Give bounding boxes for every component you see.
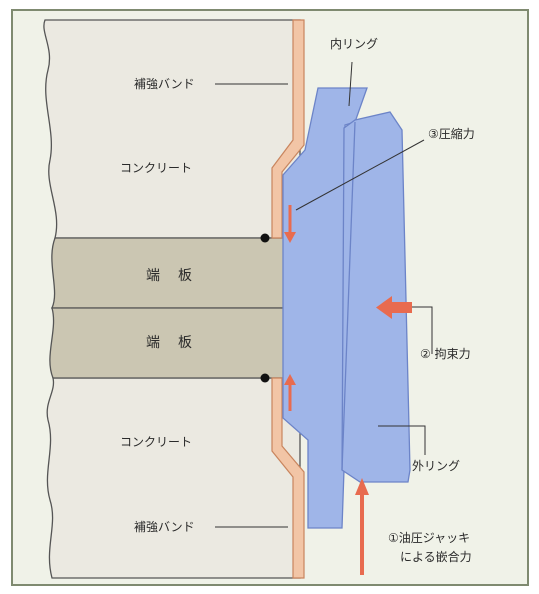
leader-outer-ring — [378, 425, 426, 455]
reinforcing-band-upper — [271, 19, 305, 239]
label-concrete-bottom: コンクリート — [120, 435, 192, 449]
concrete-lower — [46, 377, 301, 579]
label-concrete-top: コンクリート — [120, 161, 192, 175]
ring-interface — [341, 121, 356, 471]
label-outer-ring: 外リング — [412, 459, 460, 473]
weld-upper — [260, 233, 270, 243]
label-jack-force-line1: ①油圧ジャッキ — [388, 531, 470, 545]
outer-ring — [341, 111, 411, 483]
label-compression-force: ③圧縮力 — [428, 126, 475, 141]
label-reinforcing-band-bottom: 補強バンド — [134, 520, 195, 534]
inner-ring — [282, 87, 368, 529]
leader-compression — [295, 139, 425, 211]
label-end-plate-bottom: 端 板 — [146, 335, 194, 351]
label-reinforcing-band-top: 補強バンド — [134, 77, 195, 91]
reinforcing-band-lower — [271, 377, 305, 579]
compression-arrowhead-upper — [284, 232, 296, 243]
restraint-arrowhead — [376, 296, 392, 319]
label-end-plate-top: 端 板 — [146, 268, 194, 284]
leader-restraint — [412, 306, 433, 354]
compression-arrowhead-lower — [284, 374, 296, 385]
concrete-upper — [43, 19, 301, 239]
label-inner-ring: 内リング — [330, 37, 378, 51]
weld-lower — [260, 373, 270, 383]
label-restraint-force: ② 拘束力 — [420, 347, 471, 361]
leader-inner-ring — [348, 61, 353, 107]
jack-arrowhead — [355, 478, 369, 495]
restraint-arrow-shaft — [392, 302, 412, 313]
label-jack-force-line2: による嵌合力 — [400, 549, 472, 564]
